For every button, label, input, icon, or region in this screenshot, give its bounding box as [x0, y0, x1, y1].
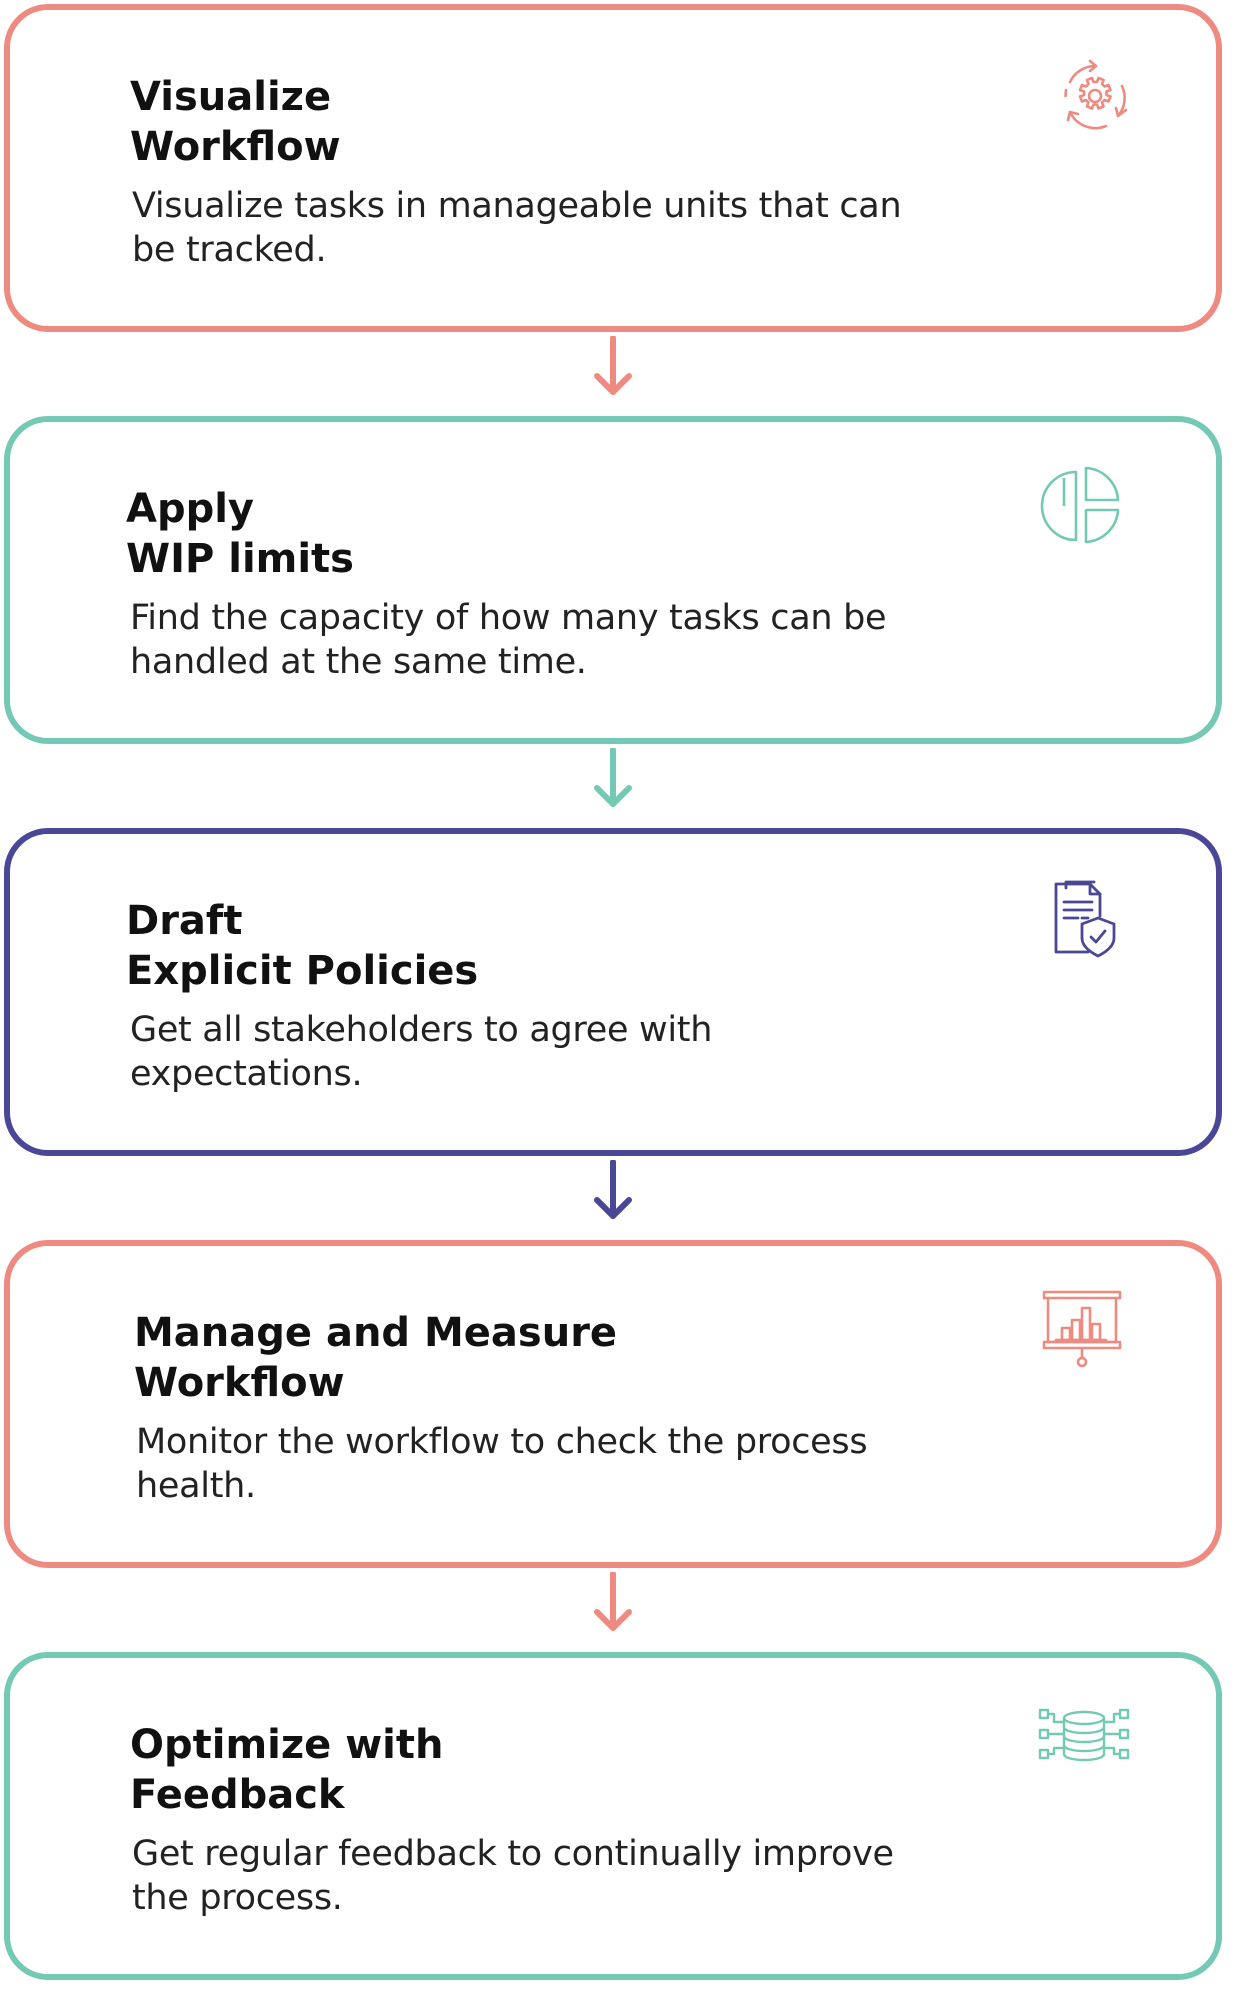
step-description: Monitor the workflow to check the proces…: [136, 1422, 868, 1506]
pie-chart-icon: [1034, 458, 1130, 554]
arrow-down-icon: [593, 336, 633, 398]
gear-cycle-icon: [1046, 46, 1142, 142]
step-description: Visualize tasks in manageable units that…: [132, 186, 902, 270]
database-network-icon: [1036, 1694, 1132, 1790]
step-description: Get all stakeholders to agree with expec…: [130, 1010, 713, 1094]
step-title: Draft Explicit Policies: [126, 898, 479, 994]
step-description: Find the capacity of how many tasks can …: [130, 598, 887, 682]
step-card-visualize-workflow: Visualize Workflow Visualize tasks in ma…: [4, 4, 1222, 332]
arrow-down-icon: [593, 1572, 633, 1634]
step-card-draft-explicit-policies: Draft Explicit Policies Get all stakehol…: [4, 828, 1222, 1156]
presentation-chart-icon: [1034, 1282, 1130, 1378]
step-title: Optimize with Feedback: [130, 1722, 444, 1818]
step-description: Get regular feedback to continually impr…: [132, 1834, 894, 1918]
step-card-optimize-with-feedback: Optimize with Feedback Get regular feedb…: [4, 1652, 1222, 1980]
step-title: Apply WIP limits: [126, 486, 354, 582]
arrow-down-icon: [593, 748, 633, 810]
step-title: Manage and Measure Workflow: [134, 1310, 618, 1406]
step-title: Visualize Workflow: [130, 74, 341, 170]
step-card-manage-and-measure-workflow: Manage and Measure Workflow Monitor the …: [4, 1240, 1222, 1568]
arrow-down-icon: [593, 1160, 633, 1222]
document-shield-icon: [1034, 870, 1130, 966]
step-card-apply-wip-limits: Apply WIP limits Find the capacity of ho…: [4, 416, 1222, 744]
